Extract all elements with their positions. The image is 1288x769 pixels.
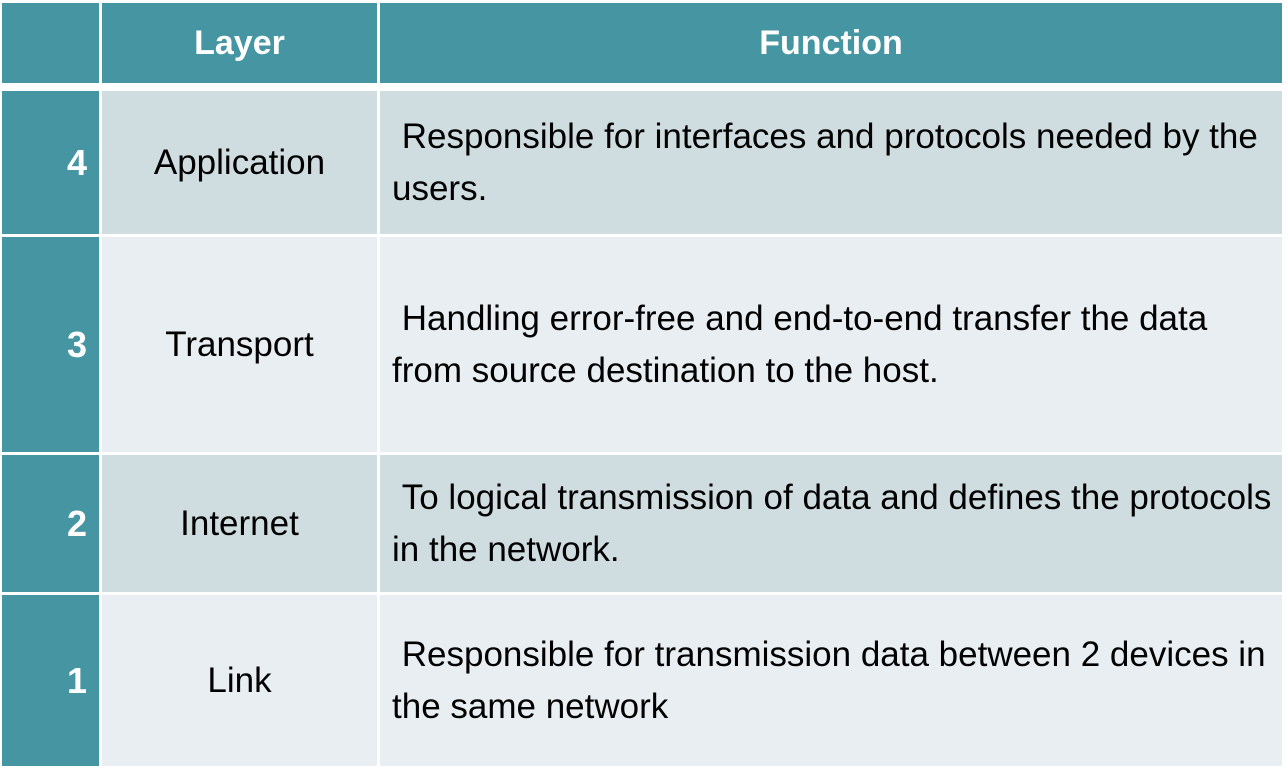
- row-function-text: To logical transmission of data and defi…: [392, 477, 1282, 569]
- header-number-cell: [2, 3, 99, 83]
- row-layer-name: Transport: [165, 324, 314, 364]
- row-number: 1: [66, 659, 87, 701]
- header-function-cell: Function: [380, 3, 1282, 83]
- row-number-cell: 3: [2, 237, 99, 452]
- row-layer-name: Application: [153, 142, 326, 182]
- row-layer-cell: Link: [102, 595, 377, 766]
- row-function-cell: Handling error-free and end-to-end trans…: [380, 237, 1282, 452]
- row-layer-name: Link: [207, 660, 272, 700]
- row-function-cell: Responsible for transmission data betwee…: [380, 595, 1282, 766]
- row-number-cell: 1: [2, 595, 99, 766]
- row-function-text: Handling error-free and end-to-end trans…: [392, 298, 1217, 390]
- header-function-label: Function: [759, 23, 903, 62]
- row-number-cell: 2: [2, 455, 99, 592]
- header-layer-label: Layer: [194, 23, 285, 62]
- row-number: 3: [66, 323, 87, 365]
- row-number: 4: [66, 141, 87, 183]
- row-function-cell: Responsible for interfaces and protocols…: [380, 91, 1282, 234]
- row-number-cell: 4: [2, 91, 99, 234]
- row-layer-cell: Application: [102, 91, 377, 234]
- row-layer-name: Internet: [180, 503, 299, 543]
- row-layer-cell: Transport: [102, 237, 377, 452]
- row-function-text: Responsible for interfaces and protocols…: [392, 116, 1268, 208]
- row-layer-cell: Internet: [102, 455, 377, 592]
- row-function-text: Responsible for transmission data betwee…: [392, 634, 1276, 726]
- header-layer-cell: Layer: [102, 3, 377, 83]
- row-function-cell: To logical transmission of data and defi…: [380, 455, 1282, 592]
- row-number: 2: [66, 502, 87, 544]
